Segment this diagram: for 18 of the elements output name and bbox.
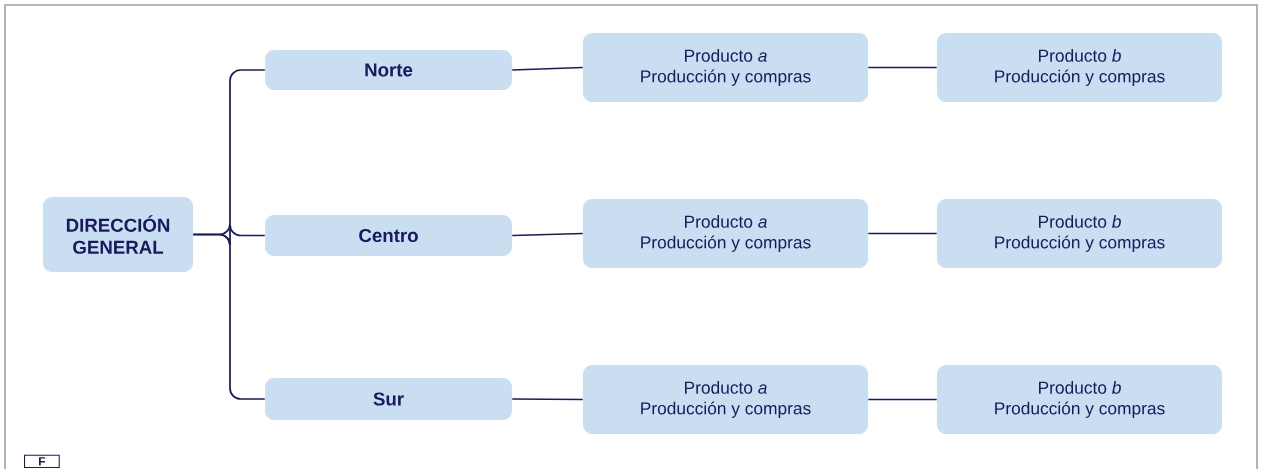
connector-line: [867, 398, 938, 401]
product-box: Producto b Producción y compras: [937, 364, 1223, 435]
product-box: Producto a Producción y compras: [583, 32, 869, 103]
root-box: DIRECCIÓN GENERAL: [43, 197, 193, 272]
product-box: Producto a Producción y compras: [583, 198, 869, 269]
connector-line: [867, 66, 938, 69]
connector-line: [192, 233, 266, 400]
product-box: Producto a Producción y compras: [583, 364, 869, 435]
figure-tag: F: [24, 454, 60, 468]
connector-line: [511, 398, 584, 401]
product-box: Producto b Producción y compras: [937, 198, 1223, 269]
connector-line: [511, 232, 584, 237]
region-box: Sur: [265, 378, 512, 420]
region-box: Centro: [265, 214, 512, 257]
region-box: Norte: [265, 50, 512, 90]
connector-line: [511, 66, 584, 71]
product-box: Producto b Producción y compras: [937, 32, 1223, 103]
connector-line: [867, 232, 938, 235]
